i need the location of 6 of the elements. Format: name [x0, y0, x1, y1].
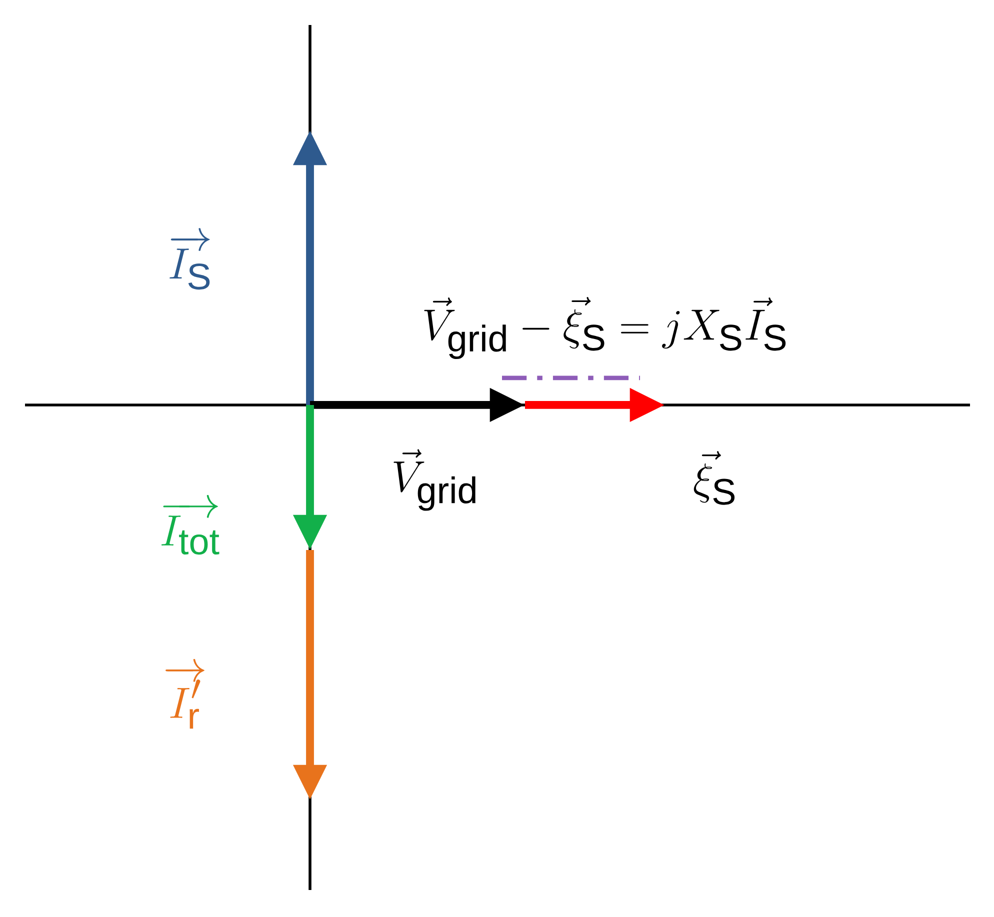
vector-label: $\overrightarrow{I_{\mathrm{S}}}$ — [170, 228, 210, 290]
vector-label: $\vec{\xi}_{\mathrm{S}}$ — [694, 451, 735, 505]
vector-label: $\overrightarrow{I'_{\mathrm{r}}}$ — [166, 659, 204, 729]
vector-label: $\overrightarrow{I_{\mathrm{tot}}}$ — [161, 495, 220, 555]
vector-label: $\vec{V}_{\mathrm{grid}}$ — [394, 449, 476, 511]
vector-label: $\vec{V}_{\mathrm{grid}} - \vec{\xi}_{\mathrm{S}} = jX_{\mathrm{S}}\vec{I}_{\mathrm{S}}$ — [424, 296, 786, 359]
